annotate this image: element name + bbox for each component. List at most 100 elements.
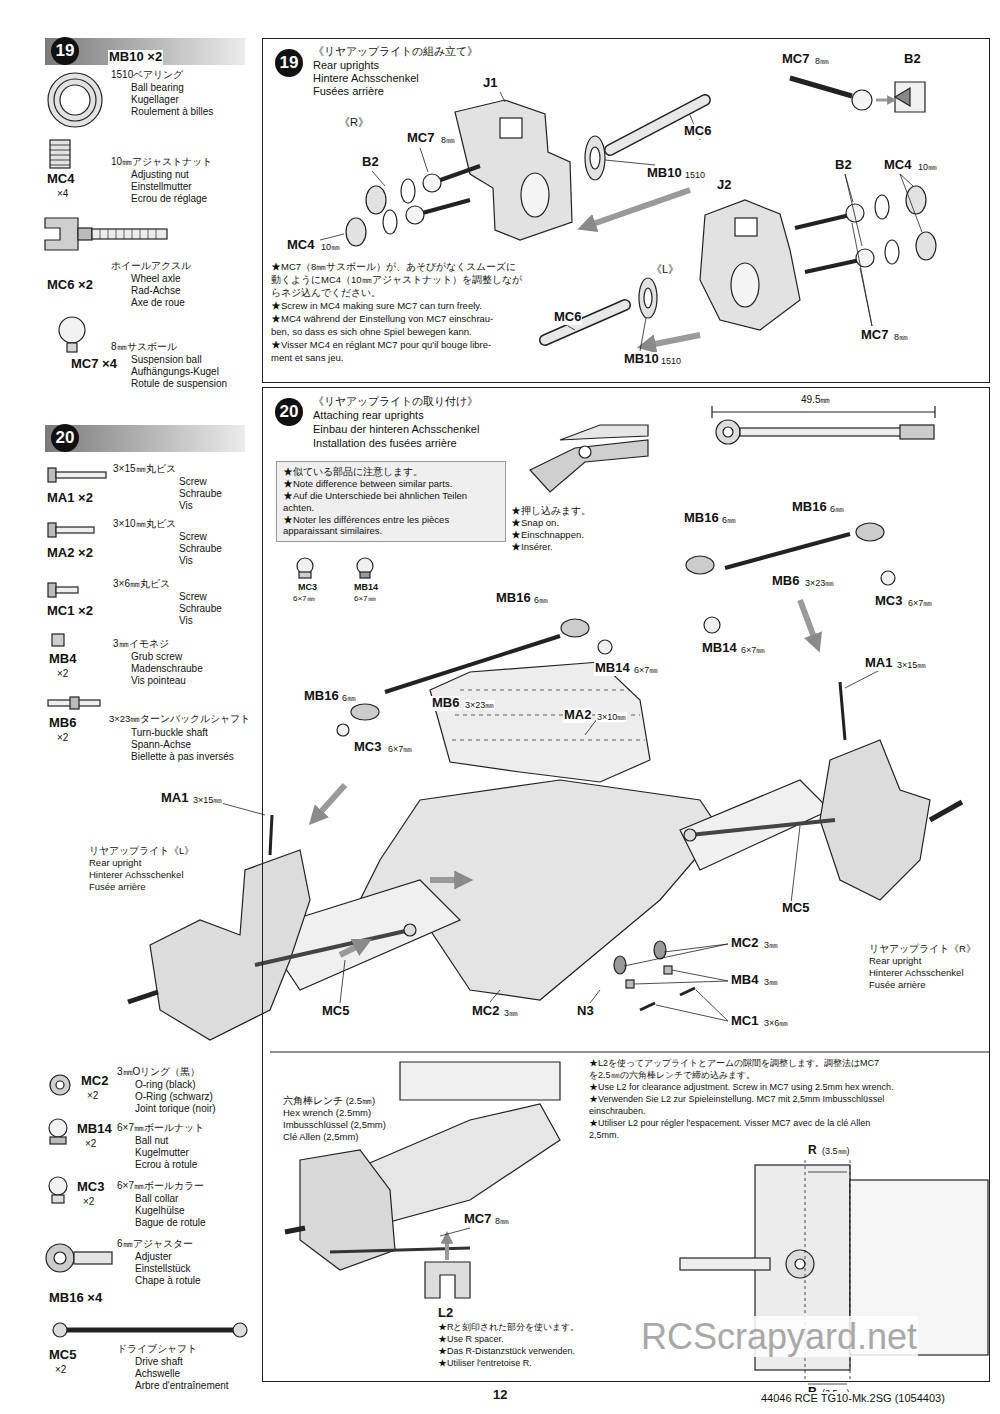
- part-label: ★Einschnappen.: [510, 530, 585, 541]
- adjustment-inset: [400, 1062, 560, 1100]
- leader-line: [210, 670, 880, 1021]
- part-label: ment et sans jeu.: [270, 353, 344, 364]
- wheel-axle-illustration: [45, 218, 78, 250]
- part-label: Biellette à pas inversés: [130, 751, 235, 763]
- chassis-illustration: [430, 662, 650, 782]
- part-label: MB14: [594, 661, 631, 676]
- part-label: Fusées arrière: [312, 85, 385, 98]
- part-label: MB6: [431, 696, 460, 711]
- screw-illustration: [52, 634, 64, 646]
- small-hardware: [640, 1003, 655, 1010]
- part-label: Kugellager: [130, 94, 180, 106]
- part-label: MC2: [80, 1074, 109, 1089]
- part-label: R: [807, 1144, 818, 1158]
- part-label: B2: [903, 52, 922, 67]
- note-text: ★Noter les différences entre les pièces …: [283, 514, 499, 538]
- dimension-inset: [740, 428, 905, 436]
- part-label: MB4: [730, 973, 759, 988]
- screw-illustration: [48, 583, 56, 597]
- small-parts-illustration: [50, 1137, 66, 1144]
- turnbuckle-r: [725, 534, 850, 568]
- turnbuckle-r: [856, 523, 884, 541]
- screw-illustration: [70, 697, 79, 709]
- part-label: MC1: [730, 1014, 759, 1029]
- part-label: Hintere Achsschenkel: [312, 72, 420, 85]
- part-label: O-Ring (schwarz): [134, 1091, 214, 1103]
- small-parts-illustration: [50, 1075, 70, 1095]
- part-label: MC4: [286, 238, 315, 253]
- ball-stud-chain-r: [346, 218, 366, 246]
- adjusting-nut-illustration: [50, 145, 70, 165]
- small-parts-illustration: [53, 1323, 67, 1337]
- pliers-illustration: [530, 440, 648, 492]
- leader-line: [672, 970, 728, 981]
- part-label: Aufhängungs-Kugel: [130, 366, 220, 378]
- leader-line: [640, 318, 646, 351]
- part-label: らネジ込んでください。: [270, 288, 382, 299]
- part-label: J2: [716, 178, 732, 193]
- part-label: Schraube: [178, 543, 223, 555]
- part-label: 1510ベアリング: [110, 69, 184, 81]
- upright-j2: [731, 263, 759, 307]
- part-label: Kugelhülse: [134, 1205, 185, 1217]
- part-label: 8㎜: [494, 1216, 510, 1226]
- turnbuckle-r: [686, 556, 714, 574]
- small-parts-illustration: [46, 1075, 247, 1337]
- turnbuckle-l: [337, 724, 349, 736]
- part-label: ×2: [86, 1090, 99, 1102]
- leader-line: [605, 160, 655, 165]
- part-label: MC3: [353, 740, 382, 755]
- part-label: MA1: [864, 656, 893, 671]
- leader-line: [900, 174, 922, 232]
- bearing-illustration: [54, 79, 96, 121]
- dimension-inset: [712, 406, 935, 418]
- part-label: MB10 ×2: [108, 50, 163, 65]
- leader-line: [852, 223, 872, 326]
- part-label: MB10: [646, 166, 683, 181]
- part-label: Vis: [178, 555, 194, 567]
- small-parts-illustration: [46, 1244, 74, 1272]
- part-label: MC2: [730, 936, 759, 951]
- part-label: MC5: [781, 901, 810, 916]
- bearing-l: [644, 288, 652, 308]
- part-label: Installation des fusées arrière: [312, 437, 458, 450]
- part-label: MA2: [563, 708, 592, 723]
- leader-line: [320, 92, 700, 240]
- leader-line: [845, 670, 880, 688]
- part-label: ★Das R-Distanzstück verwenden.: [437, 1346, 576, 1356]
- adjustment-inset: [445, 1240, 449, 1260]
- small-parts-illustration: [74, 1252, 112, 1264]
- part-label: MB16 ×4: [48, 1291, 103, 1306]
- note-text: ★Auf die Unterschiede bei ähnlichen Teil…: [283, 490, 499, 514]
- part-label: Screw: [178, 531, 208, 543]
- part-label: 6×7㎜: [292, 594, 316, 603]
- part-label: Rear upright: [88, 858, 142, 869]
- part-label: Suspension ball: [130, 354, 203, 366]
- ball-stud-chain-r: [406, 206, 424, 224]
- part-label: Ball nut: [134, 1135, 169, 1147]
- wheel-axle-l: [545, 305, 625, 340]
- part-label: Clé Allen (2,5mm): [282, 1132, 360, 1143]
- part-label: ★押し込みます。: [510, 506, 592, 517]
- part-label: MC6 ×2: [46, 278, 94, 293]
- wheel-axle-illustration: [45, 218, 167, 250]
- part-label: Screw: [178, 476, 208, 488]
- part-label: 6㎜アジャスター: [116, 1238, 194, 1250]
- part-label: MC7: [406, 131, 435, 146]
- part-label: MB14: [76, 1122, 113, 1137]
- adjusting-nut-illustration: [50, 140, 70, 168]
- part-label: Rotule de suspension: [130, 378, 228, 390]
- part-label: ×2: [84, 1138, 97, 1150]
- part-label: L2: [437, 1306, 454, 1321]
- part-label: Rear uprights: [312, 59, 380, 72]
- screw-illustration: [56, 587, 78, 593]
- part-label: 12: [492, 1388, 508, 1403]
- part-label: Einstellstück: [134, 1263, 192, 1275]
- small-parts-illustration: [52, 1195, 64, 1203]
- dimension-inset: [900, 425, 934, 439]
- part-label: einschrauben.: [588, 1106, 647, 1116]
- drive-shaft: [255, 820, 835, 965]
- part-label: 8㎜サスボール: [110, 341, 178, 353]
- assembly-arrow: [800, 600, 815, 640]
- assembly-arrow: [318, 600, 815, 955]
